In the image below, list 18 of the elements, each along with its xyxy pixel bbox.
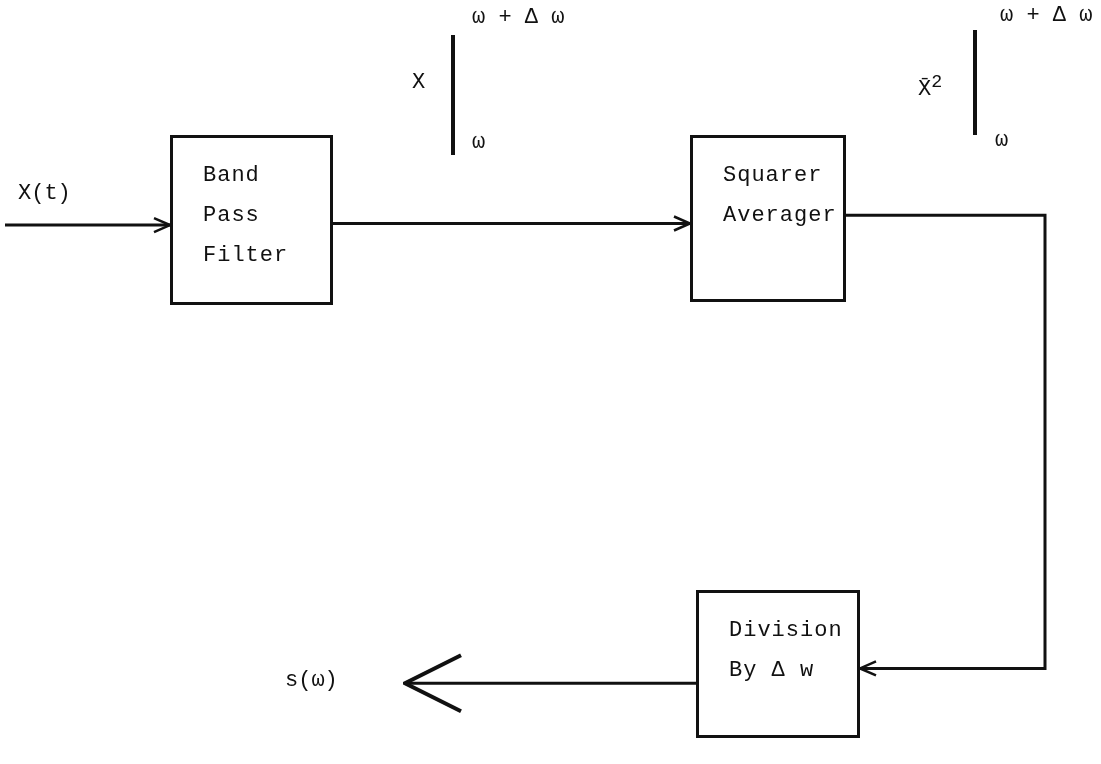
limit-label: ω + Δ ω — [1000, 3, 1093, 28]
limit-label: ω + Δ ω — [472, 5, 565, 30]
arrow — [846, 213, 1047, 677]
arrow — [403, 653, 696, 714]
variable-label: X — [412, 70, 426, 95]
output-label: s(ω) — [285, 668, 338, 693]
variable-label: X̄$^{2}$ — [918, 72, 943, 103]
process-box — [696, 590, 860, 738]
box-label: Squarer Averager — [723, 162, 835, 230]
box-label: Division By Δ w — [729, 617, 844, 685]
limit-label: ω — [995, 128, 1009, 153]
arrow — [333, 215, 692, 232]
limit-label: ω — [472, 130, 486, 155]
process-box — [170, 135, 333, 305]
box-label: Band Pass Filter — [203, 162, 290, 270]
edge-label: X(t) — [18, 181, 71, 207]
process-box — [690, 135, 846, 302]
arrow — [5, 216, 172, 234]
